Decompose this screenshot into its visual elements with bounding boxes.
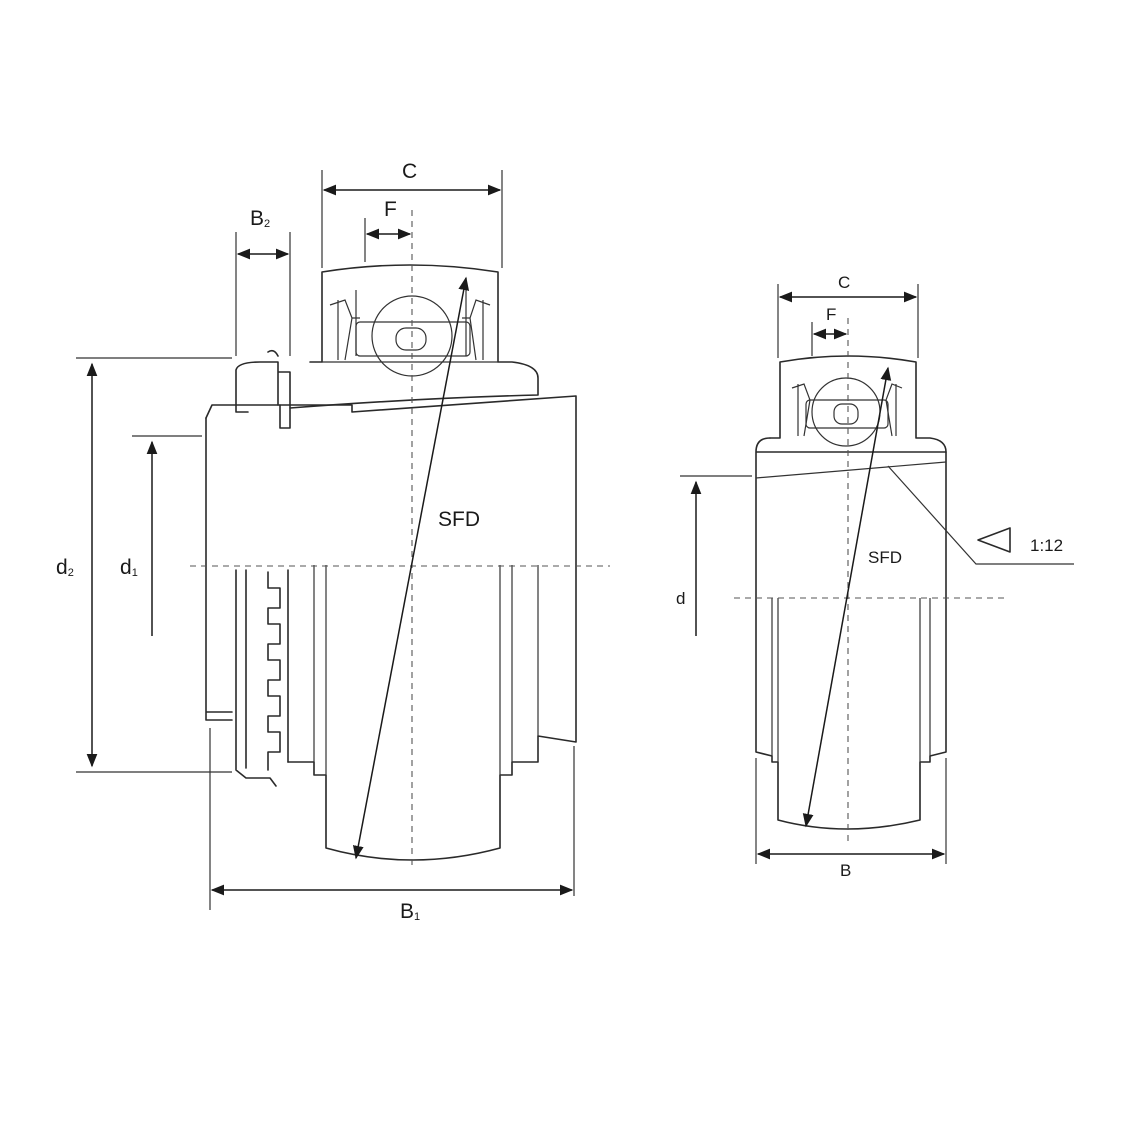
left-lube-hole (395, 327, 427, 351)
left-sfd-label: SFD (438, 508, 480, 531)
left-bearing-view: SFD C F B2 d2 d1 B1 (56, 160, 610, 923)
left-outer-ring (289, 264, 539, 409)
left-b1-label: B1 (400, 900, 420, 923)
left-bore-lines (313, 565, 539, 848)
right-sfd-label: SFD (868, 548, 902, 567)
right-c-label: C (838, 273, 850, 292)
right-inner-ring-body (755, 437, 947, 830)
right-taper-ratio-label: 1:12 (1030, 536, 1063, 555)
left-locking-collar (235, 349, 291, 429)
right-ball (811, 377, 881, 447)
right-b-label: B (840, 861, 851, 880)
right-bore-lines (771, 598, 931, 820)
left-inner-ring-left-edge (205, 417, 233, 721)
left-d2-label: d2 (56, 556, 74, 579)
right-f-label: F (826, 305, 836, 324)
left-sfd-arrow (352, 276, 470, 860)
left-f-label: F (384, 198, 397, 221)
right-outer-ring (769, 355, 947, 453)
taper-triangle-icon (977, 527, 1011, 553)
left-b2-label: B2 (250, 207, 270, 230)
left-d1-label: d1 (120, 556, 138, 579)
right-lube-hole (833, 403, 859, 425)
right-taper-line (755, 461, 947, 479)
left-inner-ring-body (205, 395, 577, 861)
left-collar-thread (235, 569, 289, 787)
right-sfd-arrow (802, 366, 892, 828)
right-bearing-view: SFD 1:12 C F d B (676, 273, 1074, 880)
right-taper-leader (887, 465, 1074, 565)
left-c-label: C (402, 160, 417, 183)
right-d-label: d (676, 589, 685, 608)
